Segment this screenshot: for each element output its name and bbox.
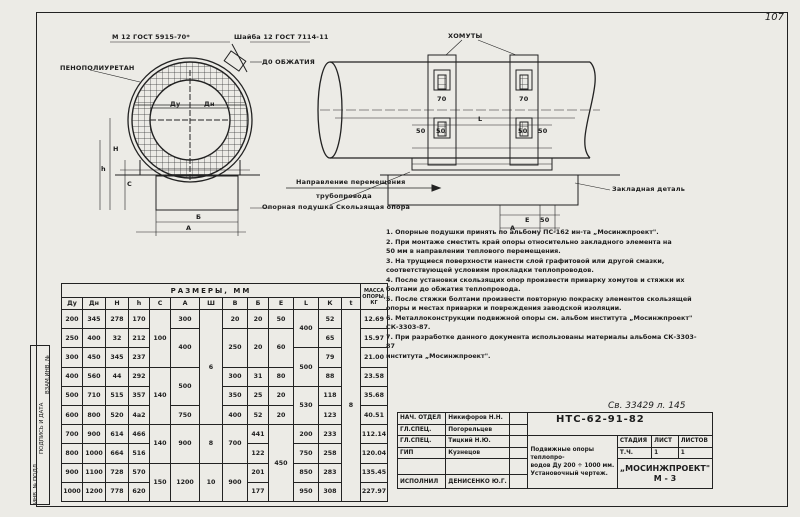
notes-block: 1. Опорные подушки принять по альбому ПС… xyxy=(386,228,698,361)
organization: „МОСИНЖПРОЕКТ" М - 3 xyxy=(616,458,714,489)
dim-a: А xyxy=(186,224,192,232)
side-stamp-field: ИНВ. № ПОДЛ. xyxy=(33,462,39,504)
note-line: 5. После стяжки болтами произвести повто… xyxy=(386,294,692,303)
handwritten-reference: Св. 33429 л. 145 xyxy=(608,401,686,411)
dim-70a: 70 xyxy=(437,95,447,103)
note-line: 2. При монтаже сместить край опоры относ… xyxy=(386,237,672,246)
side-stamp-field: ВЗАМ.ИНВ. № xyxy=(45,355,51,394)
col-header: Б xyxy=(247,297,269,310)
base-pad xyxy=(155,175,239,211)
col-header: L xyxy=(293,297,319,310)
drawing-code: НТС-62-91-82 xyxy=(556,414,645,425)
label-bolt-std: М 12 ГОСТ 5915-70* xyxy=(112,33,191,41)
label-outer-d: Д0 ОБЖАТИЯ xyxy=(262,58,315,66)
dim-50d: 50 xyxy=(538,127,548,135)
label-clamps: ХОМУТЫ xyxy=(448,32,483,40)
drawing-title: Подвижные опоры теплопро- водов Ду 200 ÷… xyxy=(527,435,618,489)
dim-b: Б xyxy=(196,213,202,221)
label-embed: Закладная деталь xyxy=(612,185,686,193)
dim-50a: 50 xyxy=(416,127,426,135)
dim-70b: 70 xyxy=(519,95,529,103)
dim-dn: Дн xyxy=(204,100,215,108)
dim-e: Е xyxy=(525,216,530,224)
mass-header: МАССА ОПОРЫ, КГ xyxy=(360,283,388,310)
note-line: болтами до обжатия теплопровода. xyxy=(386,285,521,293)
note-line: СК-3303-87. xyxy=(386,323,431,331)
drawing-sheet xyxy=(36,12,788,507)
note-line: опоры и местах приварки и повреждения за… xyxy=(386,304,622,312)
dim-h: h xyxy=(101,165,106,173)
page-number: 107 xyxy=(764,12,784,23)
dim-50e: 50 xyxy=(540,216,550,224)
note-line: 3. На трущиеся поверхности нанести слой … xyxy=(386,256,665,265)
col-header: Ш xyxy=(199,297,223,310)
dim-l: L xyxy=(478,115,483,123)
note-line: 6. Металлоконструкции подвижной опоры см… xyxy=(386,313,693,322)
note-line: 7. При разработке данного документа испо… xyxy=(386,332,697,351)
col-header: Е xyxy=(268,297,294,310)
label-sliding: Скользящая опора xyxy=(336,203,411,211)
note-line: 1. Опорные подушки принять по альбому ПС… xyxy=(386,228,659,236)
col-header: С xyxy=(149,297,171,310)
dim-H: Н xyxy=(113,145,119,153)
col-header: Н xyxy=(105,297,129,310)
label-foam: ПЕНОПОЛИУРЕТАН xyxy=(60,64,135,72)
drawing-code-cell xyxy=(527,412,713,436)
col-header: В xyxy=(222,297,248,310)
dimensions-table: РАЗМЕРЫ, ММ МАССА ОПОРЫ, КГ Ду Дн Н h С … xyxy=(61,283,388,502)
col-header: К xyxy=(318,297,342,310)
dim-dy: Ду xyxy=(170,100,181,108)
table-caption: РАЗМЕРЫ, ММ xyxy=(61,283,361,298)
label-direction-2: трубопровода xyxy=(316,192,372,200)
label-base-pad: Опорная подушка xyxy=(262,203,334,211)
side-stamp: ИНВ. № ПОДЛ. ПОДПИСЬ И ДАТА ВЗАМ.ИНВ. № xyxy=(30,345,51,505)
note-line: института „Мосинжпроект". xyxy=(386,351,491,360)
col-header: А xyxy=(170,297,200,310)
dim-a-right: А xyxy=(510,224,516,232)
col-header: t xyxy=(341,297,361,310)
dim-50b: 50 xyxy=(436,127,446,135)
side-stamp-field: ПОДПИСЬ И ДАТА xyxy=(39,402,45,454)
label-direction-1: Направление перемещения xyxy=(296,178,406,186)
label-washer: Шайба 12 ГОСТ 7114-11 xyxy=(234,33,329,41)
dim-c: С xyxy=(127,180,132,188)
col-header: Ду xyxy=(61,297,83,310)
note-line: 50 мм в направлении теплового перемещени… xyxy=(386,247,561,255)
note-line: соответствующей условиям прокладки тепло… xyxy=(386,266,594,274)
title-block: НАЧ. ОТДЕЛ Никифоров Н.Н. ГЛ.СПЕЦ. Погор… xyxy=(396,412,714,489)
col-header: Дн xyxy=(82,297,106,310)
note-line: 4. После установки скользящих опор произ… xyxy=(386,275,685,284)
col-header: h xyxy=(128,297,150,310)
dim-50c: 50 xyxy=(518,127,528,135)
